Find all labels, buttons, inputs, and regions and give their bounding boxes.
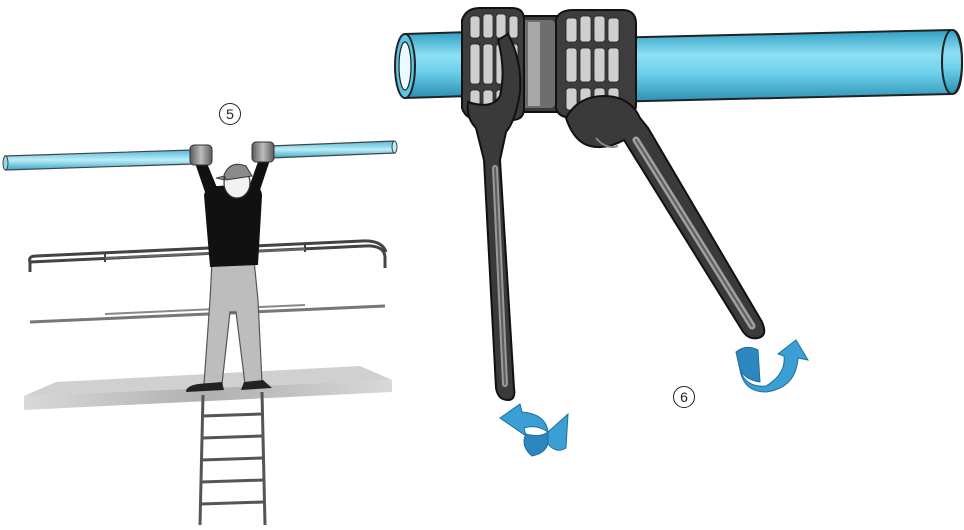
wrench-left — [466, 32, 522, 402]
worker — [186, 143, 272, 392]
step-6-label: 6 — [673, 386, 695, 408]
ladder — [198, 391, 267, 526]
pipe-small-right — [269, 140, 398, 159]
curved-arrow-icon — [499, 403, 569, 457]
pipe-small-left — [2, 149, 194, 171]
pipe-large-left — [394, 30, 471, 100]
coupling-small — [189, 141, 275, 166]
coupling-nut-right — [555, 9, 637, 119]
wrench-right — [564, 94, 766, 340]
curved-arrow-icon — [735, 339, 810, 393]
step-5-label: 5 — [219, 103, 241, 125]
pipe-large-right — [599, 28, 964, 104]
